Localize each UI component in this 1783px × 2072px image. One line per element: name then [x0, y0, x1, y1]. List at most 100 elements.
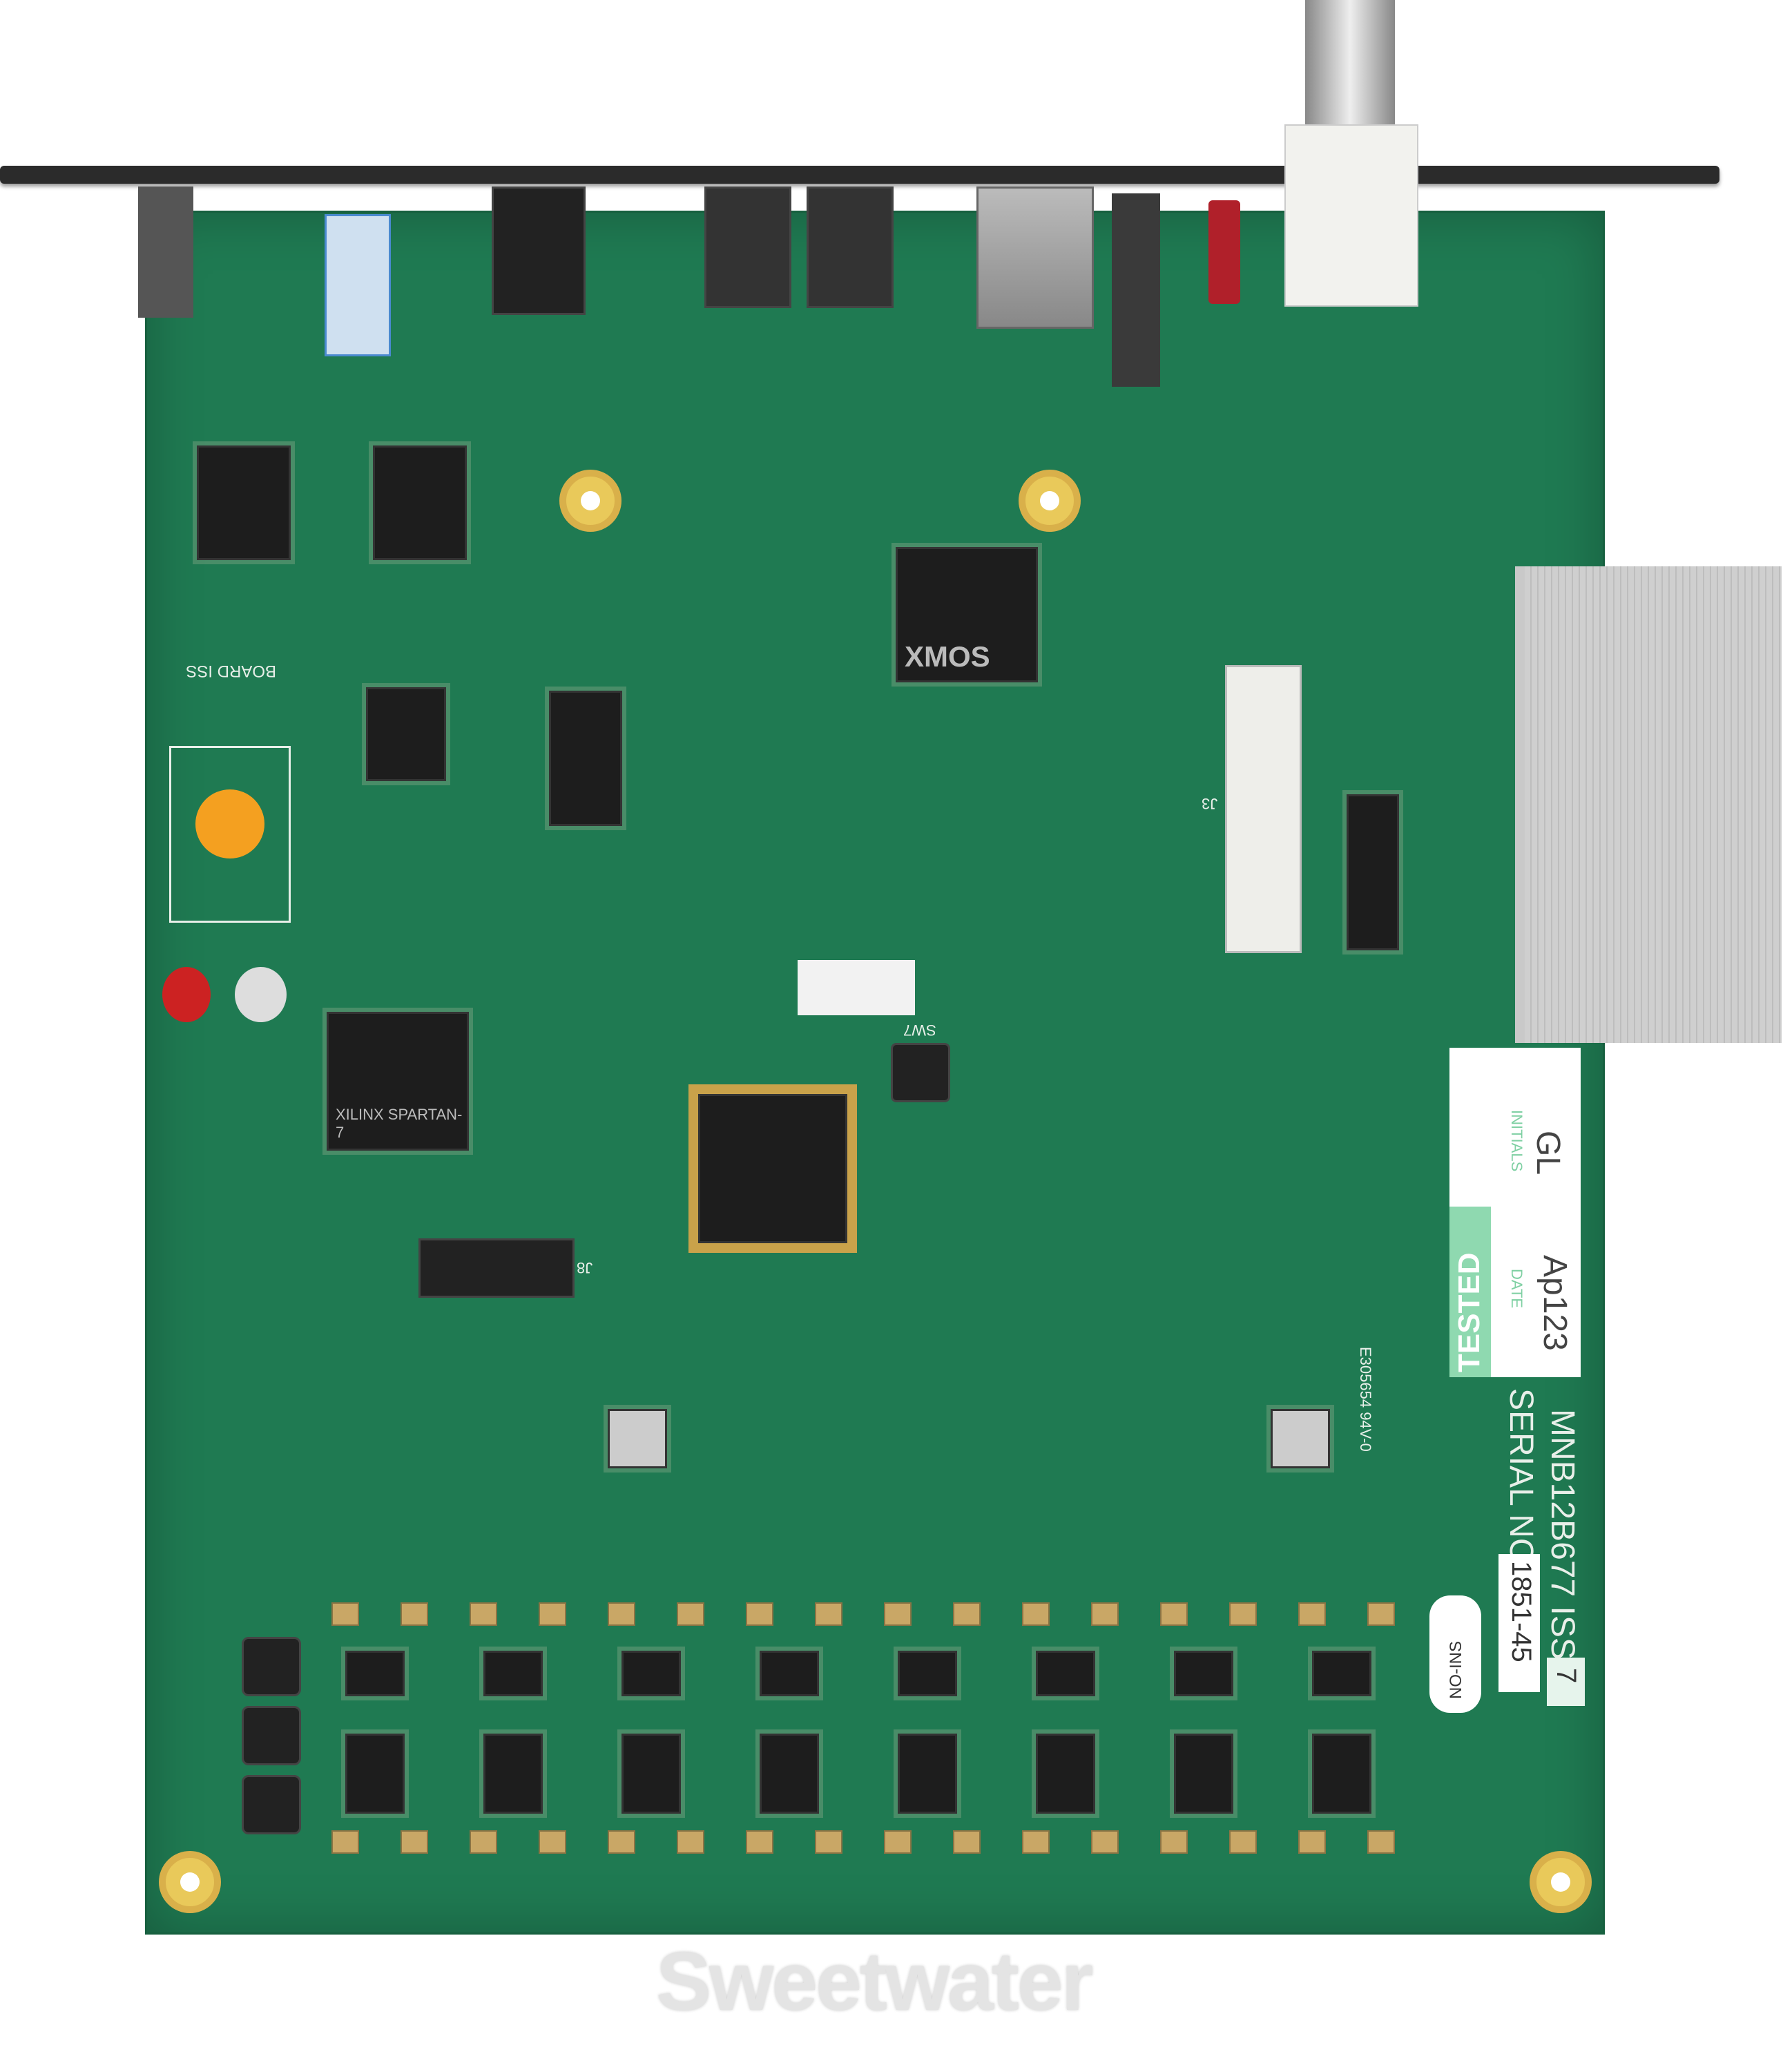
regulator-u96: [608, 1409, 667, 1468]
smd-capacitor: [884, 1830, 912, 1854]
ic-u100: [549, 691, 622, 826]
smd-capacitor: [1229, 1602, 1257, 1626]
smd-capacitor: [470, 1830, 497, 1854]
connector-j9: [798, 960, 915, 1015]
red-push-button[interactable]: [1208, 200, 1240, 304]
mounting-hole: [1530, 1851, 1592, 1913]
smd-capacitor: [677, 1602, 704, 1626]
smd-capacitor: [1160, 1830, 1188, 1854]
board-iss-label: BOARD ISS: [186, 662, 276, 680]
header-j8: [418, 1238, 575, 1298]
op-amp-chip: [760, 1734, 819, 1814]
ic-u35: [1347, 794, 1399, 950]
smd-capacitor: [1367, 1830, 1395, 1854]
smd-capacitor: [953, 1830, 981, 1854]
smd-capacitor: [815, 1830, 842, 1854]
op-amp-chip: [483, 1734, 543, 1814]
issue-box: 7: [1547, 1658, 1585, 1706]
op-amp-chip: [898, 1734, 957, 1814]
sweetwater-watermark: Sweetwater: [656, 1935, 1093, 2028]
op-amp-chip: [1312, 1734, 1371, 1814]
smd-capacitor: [1298, 1602, 1326, 1626]
no-ins-label: NO-INS: [1447, 1641, 1465, 1699]
date-value: Ap123: [1536, 1255, 1573, 1351]
chip-marking: XILINX SPARTAN-7: [336, 1106, 463, 1141]
smd-capacitor: [401, 1830, 428, 1854]
regulator-u91a: [1271, 1409, 1330, 1468]
ic-u34: [366, 687, 446, 781]
op-amp-chip: [621, 1734, 681, 1814]
ribbon-cable: [1515, 566, 1782, 1043]
op-amp-chip: [1174, 1734, 1233, 1814]
smd-capacitor: [1229, 1830, 1257, 1854]
smd-capacitor: [815, 1602, 842, 1626]
smd-capacitor: [401, 1602, 428, 1626]
dip-switch-sw8[interactable]: [325, 214, 391, 356]
optical-connector-u105: [492, 186, 586, 315]
test-sticker: TESTED INITIALS GL DATE Ap123: [1449, 1048, 1581, 1377]
no-ins-tag: NO-INS: [1429, 1595, 1481, 1713]
op-amp-chip: [483, 1651, 543, 1696]
smd-capacitor: [470, 1602, 497, 1626]
smd-capacitor: [1091, 1602, 1119, 1626]
sw7-label: SW7: [903, 1021, 936, 1039]
electrolytic-capacitor: [162, 967, 211, 1022]
header-j3: [1225, 665, 1302, 953]
mounting-hole: [559, 470, 621, 532]
smd-capacitor: [677, 1830, 704, 1854]
tested-band: [1449, 1207, 1491, 1377]
serial-value: 1851-45: [1506, 1561, 1536, 1662]
ic-u99: [373, 445, 467, 560]
op-amp-chip: [898, 1651, 957, 1696]
op-amp-chip: [760, 1651, 819, 1696]
date-label: DATE: [1508, 1269, 1525, 1309]
serial-sticker: 1851-45: [1498, 1554, 1540, 1692]
smd-capacitor: [331, 1830, 359, 1854]
fpga-chip: XILINX SPARTAN-7: [327, 1012, 469, 1151]
smd-capacitor: [746, 1830, 773, 1854]
bnc-connector: [1284, 0, 1418, 307]
codec-chip-u113: [698, 1094, 847, 1243]
smd-capacitor: [953, 1602, 981, 1626]
chip-marking: XMOS: [905, 640, 990, 673]
op-amp-chip: [1036, 1651, 1095, 1696]
push-button-sw4[interactable]: [242, 1775, 301, 1834]
model-number: MNB12B677 ISS: [1544, 1409, 1581, 1660]
op-amp-chip: [345, 1651, 405, 1696]
optical-connector-u103: [704, 186, 791, 308]
smd-capacitor: [1160, 1602, 1188, 1626]
mounting-hole: [159, 1851, 221, 1913]
usb-connector: [976, 186, 1094, 329]
push-button-sw3[interactable]: [242, 1637, 301, 1696]
smd-capacitor: [539, 1830, 566, 1854]
xmos-processor-chip: XMOS: [896, 547, 1038, 682]
initials-value: GL: [1530, 1131, 1566, 1176]
serial-label: SERIAL NO.: [1503, 1388, 1539, 1573]
board-iss-box: [169, 746, 291, 923]
bracket-tab: [138, 186, 193, 318]
j3-label: J3: [1202, 795, 1218, 812]
optical-connector-u104: [807, 186, 894, 308]
smd-capacitor: [1022, 1830, 1050, 1854]
push-button-sw2[interactable]: [242, 1706, 301, 1765]
smd-capacitor: [539, 1602, 566, 1626]
certification-text: E305654 94V-0: [1357, 1347, 1374, 1452]
led-light-pipe: [1112, 193, 1160, 387]
op-amp-chip: [1312, 1651, 1371, 1696]
op-amp-chip: [621, 1651, 681, 1696]
push-button-sw7[interactable]: [891, 1043, 950, 1102]
initials-label: INITIALS: [1508, 1110, 1525, 1172]
electrolytic-capacitor: [235, 967, 287, 1022]
op-amp-chip: [345, 1734, 405, 1814]
smd-capacitor: [608, 1602, 635, 1626]
smd-capacitor: [331, 1602, 359, 1626]
issue-value: 7: [1551, 1668, 1581, 1684]
front-panel-bracket: [0, 166, 1719, 184]
smd-capacitor: [1367, 1602, 1395, 1626]
smd-capacitor: [608, 1830, 635, 1854]
smd-capacitor: [1091, 1830, 1119, 1854]
tested-label: TESTED: [1452, 1252, 1486, 1372]
op-amp-chip: [1036, 1734, 1095, 1814]
smd-capacitor: [1298, 1830, 1326, 1854]
smd-capacitor: [746, 1602, 773, 1626]
